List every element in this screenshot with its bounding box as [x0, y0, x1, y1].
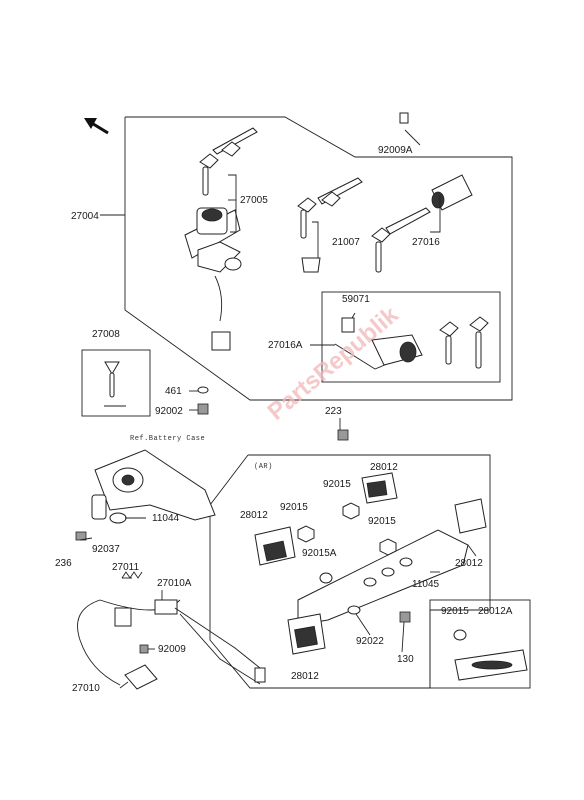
label-28012-top: 28012 — [370, 462, 398, 473]
label-92022: 92022 — [356, 636, 384, 647]
label-28012A: 28012A — [478, 606, 513, 617]
label-11044: 11044 — [152, 513, 180, 524]
label-92015-a: 92015 — [323, 479, 351, 490]
reflector-28012-left — [254, 526, 296, 566]
leader-lines — [79, 129, 477, 689]
label-27016A: 27016A — [268, 340, 303, 351]
key-pair-21007 — [297, 177, 363, 273]
group-outline-28012A — [429, 599, 531, 689]
label-28012-left: 28012 — [240, 510, 268, 521]
spring-27011 — [121, 571, 143, 579]
group-outline-27004 — [124, 116, 513, 401]
label-236: 236 — [55, 558, 72, 569]
label-92015-c: 92015 — [368, 516, 396, 527]
reflector-28012-right — [454, 498, 487, 534]
group-outline-27016A — [321, 291, 501, 383]
label-92015A: 92015A — [302, 548, 337, 559]
label-28012-right: 28012 — [455, 558, 483, 569]
label-92009A: 92009A — [378, 145, 413, 156]
front-direction-arrow — [84, 118, 109, 135]
label-27005: 27005 — [240, 195, 268, 206]
label-92002: 92002 — [155, 406, 183, 417]
label-461: 461 — [165, 386, 182, 397]
label-21007: 21007 — [332, 237, 360, 248]
tag-note: (AR) — [254, 463, 273, 471]
ref-note: Ref.Battery Case — [130, 435, 205, 443]
reflector-28012-bottom — [287, 613, 326, 655]
label-11045: 11045 — [412, 579, 440, 590]
label-27011: 27011 — [112, 562, 140, 573]
group-outline-27008 — [81, 349, 151, 417]
lock-cylinder-27016 — [371, 112, 473, 273]
wire-harness-27010 — [77, 599, 266, 690]
label-27010A: 27010A — [157, 578, 192, 589]
ignition-switch — [184, 207, 242, 415]
reflector-28012-top — [361, 472, 398, 504]
label-27004: 27004 — [71, 211, 99, 222]
battery-case-bracket — [75, 449, 216, 541]
label-27010: 27010 — [72, 683, 100, 694]
label-223: 223 — [325, 406, 342, 417]
key-pair-27005 — [199, 127, 258, 196]
reflector-28012A — [454, 649, 528, 681]
label-92015-d: 92015 — [441, 606, 469, 617]
label-92037: 92037 — [92, 544, 120, 555]
key-blank-27008 — [104, 361, 126, 407]
nuts-and-bolts — [297, 502, 467, 641]
label-92015-b: 92015 — [280, 502, 308, 513]
label-27016: 27016 — [412, 237, 440, 248]
label-92009: 92009 — [158, 644, 186, 655]
label-28012-bottom: 28012 — [291, 671, 319, 682]
lock-assembly-27016A — [334, 316, 489, 441]
label-130: 130 — [397, 654, 414, 665]
label-59071: 59071 — [342, 294, 370, 305]
label-27008: 27008 — [92, 329, 120, 340]
